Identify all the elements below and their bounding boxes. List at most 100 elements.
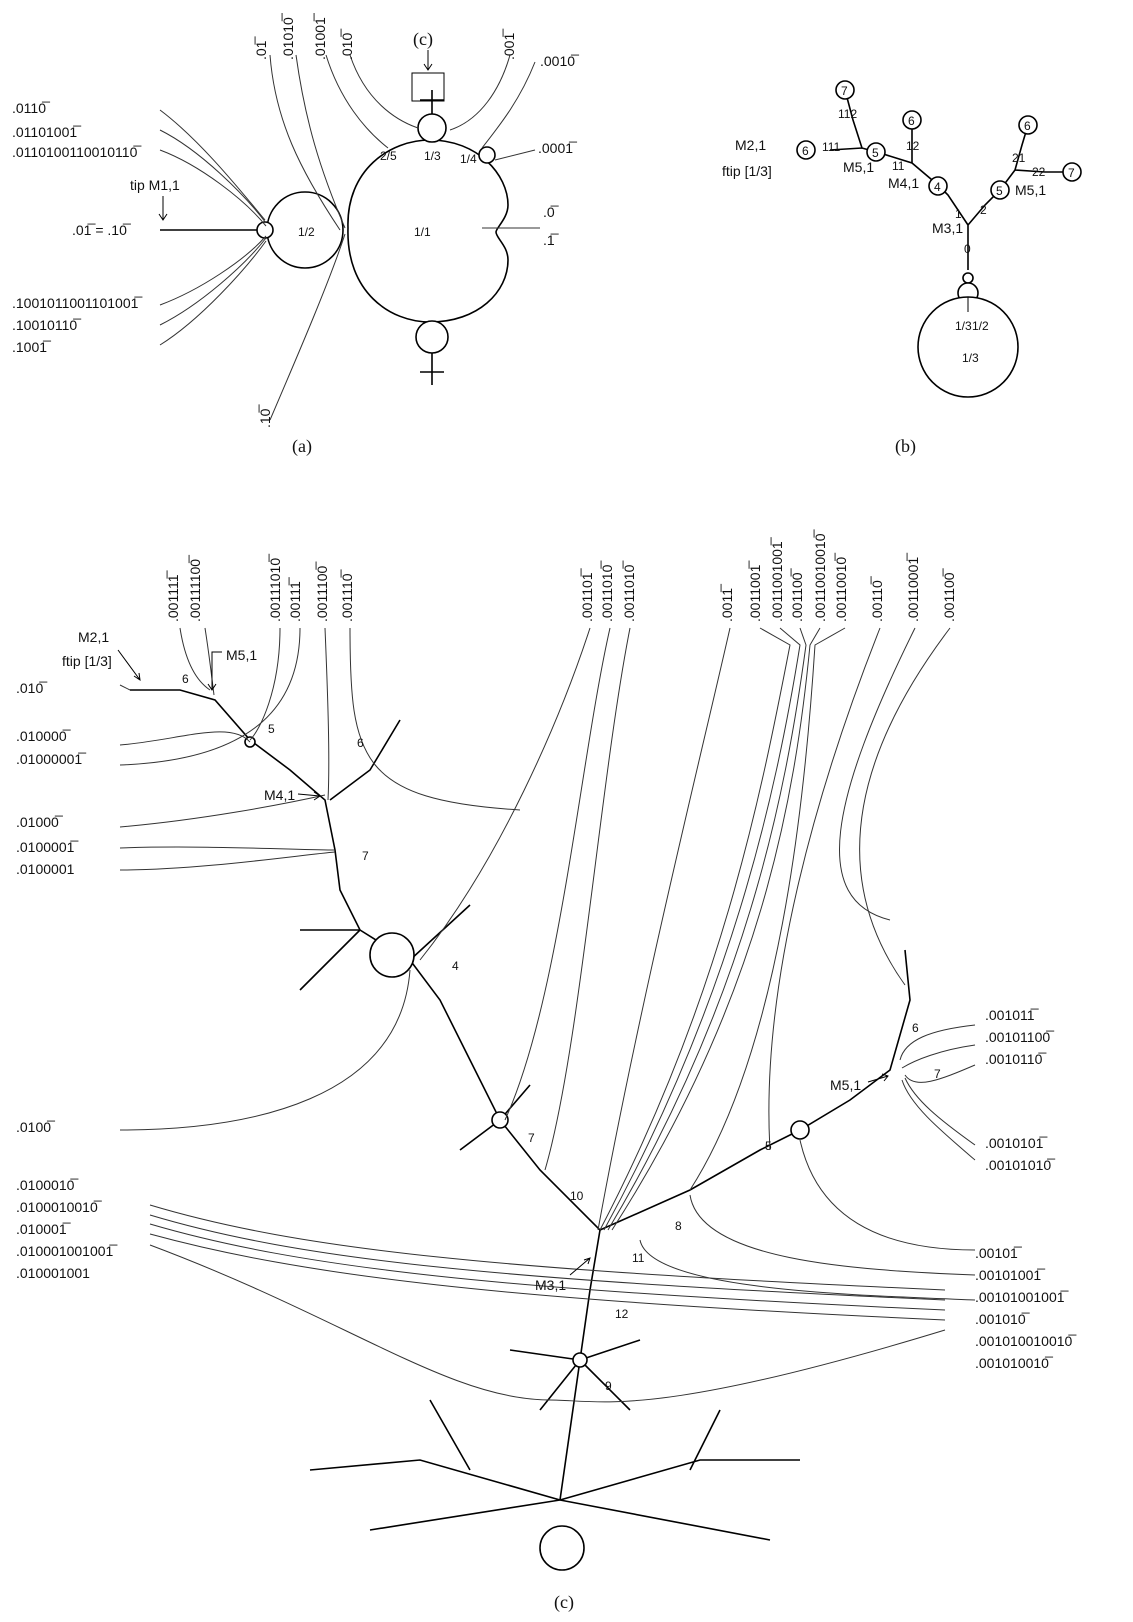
- marker-m21: M2,1: [78, 629, 109, 645]
- period-number: 11: [632, 1251, 645, 1265]
- period-number: 5: [765, 1139, 772, 1153]
- bulb-period-4: [369, 932, 415, 978]
- edge-label: 112: [838, 107, 857, 121]
- period-number: 5: [268, 722, 275, 736]
- ray-label: .001̅: [501, 28, 517, 60]
- marker-m51: M5,1: [226, 647, 257, 663]
- fraction: 1/3: [955, 319, 972, 333]
- ray-label: .0011010̅: [599, 560, 615, 622]
- marker-m31: M3,1: [535, 1277, 566, 1293]
- ray-label: .0100001̅: [16, 839, 79, 855]
- ray-label: .00111100̅: [187, 554, 203, 622]
- ray-label: .010̅: [16, 680, 48, 696]
- edge-label: 0: [964, 242, 971, 256]
- filament-bottom: [420, 353, 444, 385]
- ray-label: .0011100̅: [314, 561, 330, 622]
- ray-label: .0100001: [16, 861, 75, 877]
- marker-ftip: ftip [1/3]: [62, 653, 112, 669]
- ray-label: .0010101̅: [985, 1135, 1048, 1151]
- period-number: 10: [570, 1189, 584, 1203]
- period-number: 9: [605, 1379, 612, 1393]
- edge-label: 22: [1032, 165, 1046, 179]
- ray-label: .00101001̅: [975, 1267, 1046, 1283]
- ray-label: .001011̅: [985, 1007, 1040, 1023]
- marker-m31: M3,1: [932, 220, 963, 236]
- ray-label: .00101100̅: [985, 1029, 1055, 1045]
- ray-label: .0011001̅: [747, 560, 763, 622]
- ray-label: .001100̅: [941, 567, 957, 622]
- ray-label: .0001̅: [538, 140, 578, 156]
- ray-label: .10010110̅: [12, 317, 82, 333]
- ray-label: .00101010̅: [985, 1157, 1056, 1173]
- rays-c-left: [119, 684, 946, 1403]
- tree-nodes: 7 6 6 5 4 5 6 7: [796, 80, 1082, 200]
- svg-text:7: 7: [1068, 166, 1075, 180]
- ray-label: .10̅: [257, 404, 273, 428]
- marker-arrow: [297, 791, 321, 801]
- ray-label: .001100̅: [789, 567, 805, 622]
- marker-arrow: [569, 1257, 591, 1276]
- ray-label: .001111̅: [165, 570, 181, 622]
- marker-m41: M4,1: [264, 787, 295, 803]
- edge-label: 12: [906, 139, 920, 153]
- ray-label: .01000̅: [16, 814, 64, 830]
- bulb-1-4: [478, 146, 496, 164]
- caption-b: (b): [895, 436, 916, 457]
- svg-text:4: 4: [934, 180, 941, 194]
- ray-label: .0110̅: [12, 100, 51, 116]
- marker-m21: M2,1: [735, 137, 766, 153]
- filament-top: [420, 90, 444, 114]
- zoom-arrow: [423, 50, 433, 71]
- period-number: 6: [912, 1021, 919, 1035]
- marker-arrow: [207, 651, 222, 691]
- fraction: 1/4: [460, 152, 477, 166]
- fraction: 1/3: [424, 149, 441, 163]
- bottom-bush: [309, 1399, 800, 1541]
- tip-label: tip M1,1: [130, 177, 180, 193]
- ray-label: .01000001̅: [16, 751, 87, 767]
- main-cardioid: [347, 139, 509, 323]
- svg-text:6: 6: [908, 114, 915, 128]
- ray-label: .00101̅: [975, 1245, 1023, 1261]
- ray-label: .0100̅: [16, 1119, 56, 1135]
- period-number: 7: [934, 1067, 941, 1081]
- svg-text:6: 6: [802, 144, 809, 158]
- marker-arrow: [867, 1073, 889, 1083]
- ray-label: .00110001̅: [905, 552, 921, 622]
- ray-label: .001010010̅: [975, 1355, 1054, 1371]
- rays-a: [159, 54, 540, 421]
- period-number: 6: [182, 672, 189, 686]
- bulb-1-3: [417, 113, 447, 143]
- ray-label: .001010010010̅: [975, 1333, 1077, 1349]
- ray-label: .00110̅: [869, 575, 885, 622]
- tip-arrow: [158, 196, 168, 221]
- ray-label: .0110100110010110̅: [12, 144, 142, 160]
- ray-label: .001101̅: [579, 567, 595, 622]
- marker-m41: M4,1: [888, 175, 919, 191]
- bulb-period-9: [572, 1352, 588, 1368]
- bulb-bottom: [415, 320, 449, 354]
- edge-label: 21: [1012, 151, 1026, 165]
- period-number: 8: [675, 1219, 682, 1233]
- ray-label: .010000̅: [16, 728, 72, 744]
- bulb-main: [539, 1525, 585, 1571]
- panel-a: (c) .01̅ .01010̅ .01001̅ .010̅ .001̅ .00…: [12, 12, 580, 457]
- ray-label: .010001001001̅: [16, 1243, 118, 1259]
- fraction: 2/5: [380, 149, 397, 163]
- ray-label: .0010̅: [540, 53, 580, 69]
- ray-label: .00111̅: [287, 576, 303, 622]
- rays-c-right: [639, 1024, 976, 1301]
- marker-m51b: M5,1: [1015, 182, 1046, 198]
- ray-label: .01001̅: [312, 12, 328, 60]
- edge-label: 1: [955, 207, 962, 221]
- svg-text:5: 5: [996, 184, 1003, 198]
- marker-ftip: ftip [1/3]: [722, 163, 772, 179]
- tree-edges: [829, 89, 1065, 270]
- ray-label: .0010110̅: [985, 1051, 1047, 1067]
- ray-label: .0011010̅: [621, 560, 637, 622]
- ray-label: .01101001̅: [12, 124, 82, 140]
- ray-label: .01010̅: [280, 12, 296, 60]
- edge-label: 111: [822, 140, 841, 154]
- ray-label: .010001001: [16, 1265, 90, 1281]
